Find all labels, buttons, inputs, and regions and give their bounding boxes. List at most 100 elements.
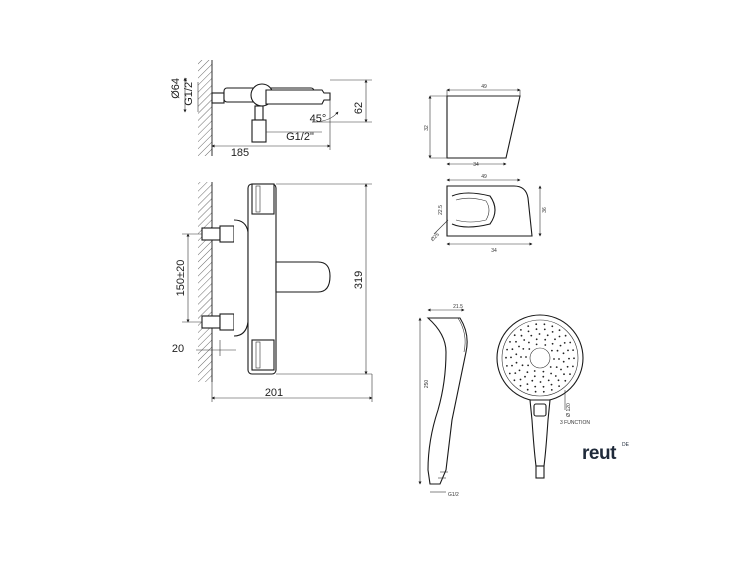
nozzle-dot xyxy=(514,372,517,374)
dim-diameter-side: Ø64 xyxy=(170,78,182,99)
nozzle-dot xyxy=(563,342,566,344)
nozzle-dot xyxy=(521,364,524,367)
shower-front-dim-label: 3 FUNCTION xyxy=(560,420,590,426)
lower-outlet-side xyxy=(254,105,264,121)
nozzle-dot xyxy=(513,379,516,382)
dim-height-front: 319 xyxy=(353,271,365,289)
nozzle-dot xyxy=(520,329,522,331)
nozzle-dot xyxy=(569,373,571,375)
nozzle-dot xyxy=(567,349,569,352)
nozzle-pattern xyxy=(505,323,575,393)
nozzle-dot xyxy=(513,334,516,337)
hand-shower-profile xyxy=(426,317,468,485)
nozzle-dot xyxy=(542,385,545,388)
nozzle-dot xyxy=(542,370,545,373)
nozzle-dot xyxy=(511,348,514,351)
nozzle-dot xyxy=(549,366,552,368)
brand-name: reut xyxy=(582,443,617,464)
holder-top-view: 49 36 22.5 Ø25 34 xyxy=(430,174,548,254)
nozzle-dot xyxy=(563,373,565,376)
nozzle-dot xyxy=(505,356,507,359)
nozzle-dot xyxy=(528,341,530,344)
nozzle-dot xyxy=(535,328,538,331)
nozzle-dot xyxy=(534,390,537,393)
nozzle-dot xyxy=(562,360,565,363)
nozzle-dot xyxy=(535,343,538,346)
nozzle-dot xyxy=(525,356,527,358)
nozzle-dot xyxy=(557,379,560,382)
nut-upper xyxy=(219,225,235,243)
nozzle-dot xyxy=(527,330,530,333)
bottom-cap-front xyxy=(251,339,275,371)
nozzle-dot xyxy=(535,338,538,341)
holder-top-dim-top: 49 xyxy=(481,174,487,180)
nozzle-dot xyxy=(515,340,517,343)
nozzle-dot xyxy=(572,365,574,368)
nozzle-dot xyxy=(518,345,520,348)
brand-superscript: DE xyxy=(622,442,630,448)
nozzle-dot xyxy=(554,375,557,377)
nozzle-dot xyxy=(533,370,536,372)
nozzle-dot xyxy=(522,348,525,350)
nozzle-dot xyxy=(554,338,556,341)
nozzle-dot xyxy=(573,357,575,360)
nozzle-dot xyxy=(558,335,561,338)
nut-lower xyxy=(219,313,235,331)
holder-clip-outer xyxy=(451,192,496,228)
nozzle-dot xyxy=(568,357,570,360)
nozzle-dot xyxy=(526,371,529,374)
nozzle-dot xyxy=(518,369,521,372)
shower-connector-side xyxy=(251,119,267,143)
dim-depth-side: 185 xyxy=(231,147,249,159)
nozzle-dot xyxy=(546,334,549,337)
nozzle-dot xyxy=(550,383,553,386)
nozzle-dot xyxy=(538,333,541,335)
nozzle-dot xyxy=(558,385,560,387)
nozzle-dot xyxy=(530,334,533,337)
nozzle-dot xyxy=(511,364,513,367)
nozzle-dot xyxy=(535,323,538,326)
nozzle-dot xyxy=(533,375,536,378)
holder-top-dim-inner: 22.5 xyxy=(438,205,444,215)
nozzle-dot xyxy=(534,385,537,388)
holder-body-side xyxy=(446,95,521,159)
nozzle-dot xyxy=(553,358,555,360)
nozzle-dot xyxy=(539,381,542,383)
shower-head-inner xyxy=(501,319,579,397)
nozzle-dot xyxy=(531,379,534,382)
nozzle-dot xyxy=(543,323,546,326)
nozzle-dot xyxy=(562,352,565,355)
nozzle-dot xyxy=(506,348,508,351)
nozzle-dot xyxy=(523,339,526,341)
shower-head-outer xyxy=(496,314,584,402)
dim-thread-top-side: G1/2" xyxy=(183,78,195,106)
nozzle-dot xyxy=(542,375,545,378)
nozzle-dot xyxy=(558,358,560,360)
nozzle-dot xyxy=(560,368,562,371)
nozzle-dot xyxy=(544,338,547,341)
holder-side-view: 49 32 34 xyxy=(424,84,521,168)
eccentric-upper xyxy=(201,227,221,241)
hand-shower-side-view: 21.5 250 G1/2 xyxy=(418,304,468,498)
spout-front xyxy=(275,261,331,293)
nozzle-dot xyxy=(564,334,567,337)
nozzle-dot xyxy=(569,341,572,344)
dim-offset-front: 20 xyxy=(172,343,184,355)
holder-side-dim-height: 32 xyxy=(424,125,430,131)
nozzle-dot xyxy=(520,356,522,358)
holder-clip-inner xyxy=(455,197,490,223)
wall-hatch-front xyxy=(198,182,212,382)
nozzle-dot xyxy=(551,342,554,345)
shower-side-dim-bottom: G1/2 xyxy=(448,492,459,498)
nozzle-dot xyxy=(515,353,518,356)
nozzle-dot xyxy=(564,379,567,382)
eccentric-lower xyxy=(201,315,221,329)
top-cap-front xyxy=(251,183,275,215)
dim-thread-bottom-side: G1/2" xyxy=(286,131,314,143)
nozzle-dot xyxy=(524,375,526,378)
center-flower xyxy=(529,347,551,369)
nozzle-dot xyxy=(550,372,552,375)
nozzle-dot xyxy=(555,366,558,368)
nozzle-dot xyxy=(526,388,529,391)
